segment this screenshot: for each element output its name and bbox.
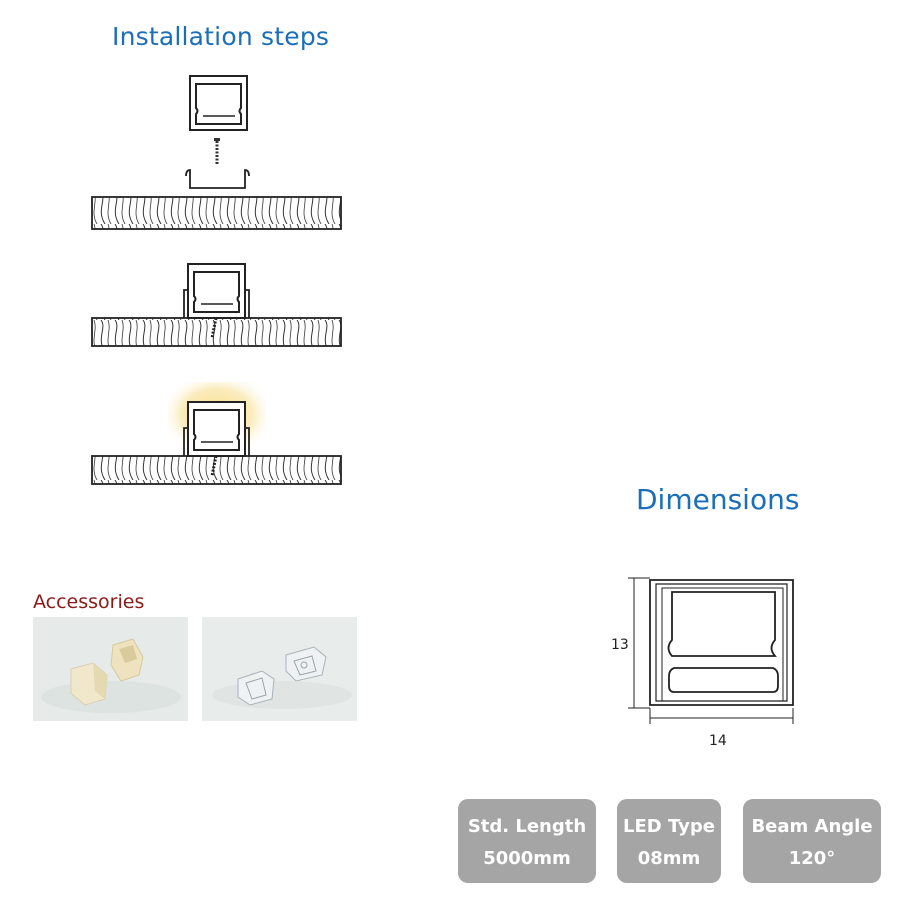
end-caps-photo xyxy=(33,617,188,721)
dimension-height-label: 13 xyxy=(611,637,629,653)
installation-steps-title: Installation steps xyxy=(112,22,330,51)
mounting-clips-photo xyxy=(202,617,357,721)
spec-value: 120° xyxy=(788,848,836,869)
spec-name: Std. Length xyxy=(467,816,587,837)
step-1-screw xyxy=(214,138,220,165)
step-1-profile xyxy=(189,75,248,131)
spec-badge-std-length: Std. Length 5000mm xyxy=(458,799,596,883)
spec-value: 08mm xyxy=(637,848,701,869)
installation-diagram xyxy=(91,75,342,485)
spec-name: LED Type xyxy=(623,816,715,837)
spec-badge-beam-angle: Beam Angle 120° xyxy=(743,799,881,883)
step-1-clip xyxy=(185,169,250,189)
spec-badge-led-type: LED Type 08mm xyxy=(617,799,721,883)
step-3-profile xyxy=(183,401,250,457)
spec-value: 5000mm xyxy=(483,848,571,869)
accessories-title: Accessories xyxy=(33,591,145,613)
spec-name: Beam Angle xyxy=(751,816,873,837)
dimensions-title: Dimensions xyxy=(636,483,800,516)
step-2-profile xyxy=(183,263,250,319)
dimension-drawing xyxy=(628,577,794,724)
step-1-wood-board xyxy=(91,196,342,230)
dimension-width-label: 14 xyxy=(709,733,727,749)
